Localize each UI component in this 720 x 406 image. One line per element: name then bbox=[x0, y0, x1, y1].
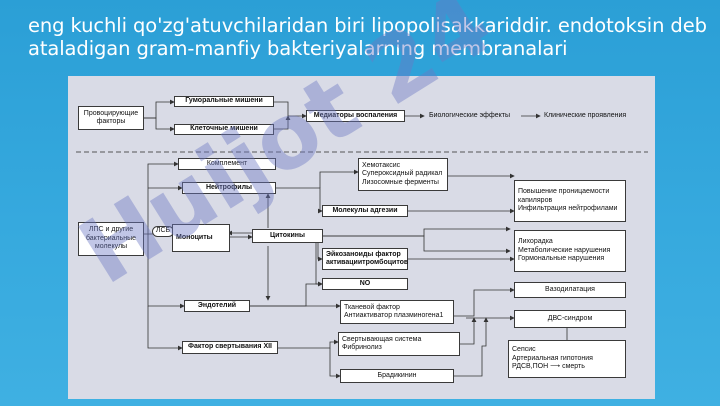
tissue-factor-box: Тканевой фактор Антиактиватор плазминоге… bbox=[340, 300, 454, 324]
sepsis-box: Сепсис Артериальная гипотония РДСВ,ПОН ⟶… bbox=[508, 340, 626, 378]
biological-effects-label: Биологические эффекты bbox=[429, 112, 510, 119]
chemotaxis-box: Хемотаксис Супероксидный радикал Лизосом… bbox=[358, 158, 448, 191]
cellular-targets-box: Клеточные мишени bbox=[174, 124, 274, 135]
cytokines-box: Цитокины bbox=[252, 229, 323, 243]
clinical-manifestations-label: Клинические проявления bbox=[544, 112, 627, 119]
coagulation-system-box: Свертывающая система Фибринолиз bbox=[338, 332, 460, 356]
adhesion-molecules-box: Молекулы адгезии bbox=[322, 205, 408, 217]
provoking-factors-box: Провоцирующие факторы bbox=[78, 106, 144, 130]
diagram-connectors bbox=[76, 99, 648, 379]
vasodilation-box: Вазодилатация bbox=[514, 282, 626, 298]
neutrophils-box: Нейтрофилы bbox=[182, 182, 276, 194]
dic-syndrome-box: ДВС-синдром bbox=[514, 310, 626, 328]
monocytes-box: Моноциты bbox=[172, 224, 230, 252]
pathogenesis-diagram: Провоцирующие факторы Гуморальные мишени… bbox=[62, 0, 655, 399]
lps-molecules-box: ЛПС и другие бактериальные молекулы bbox=[78, 222, 144, 256]
slide-title: eng kuchli qo'zg'atuvchilaridan biri lip… bbox=[28, 14, 708, 60]
slide-title-line-1: eng kuchli qo'zg'atuvchilaridan biri lip… bbox=[28, 14, 707, 37]
permeability-box: Повышение проницаемости капиляров Инфиль… bbox=[514, 180, 626, 222]
fever-box: Лихорадка Метаболические нарушения Гормо… bbox=[514, 230, 626, 272]
no-box: NO bbox=[322, 278, 408, 290]
endothelium-box: Эндотелий bbox=[184, 300, 250, 312]
complement-box: Комплемент bbox=[178, 158, 276, 170]
slide-title-line-2: ataladigan gram-manfiy bakteriyalarning … bbox=[28, 37, 568, 60]
inflammation-mediators-box: Медиаторы воспаления bbox=[306, 110, 405, 122]
eicosanoids-box: Эйкозаноиды фактор активациитромбоцитов bbox=[322, 248, 408, 270]
humoral-targets-box: Гуморальные мишени bbox=[174, 96, 274, 107]
bradykinin-box: Брадикинин bbox=[340, 369, 454, 383]
factor-xii-box: Фактор свертывания XII bbox=[182, 341, 278, 354]
